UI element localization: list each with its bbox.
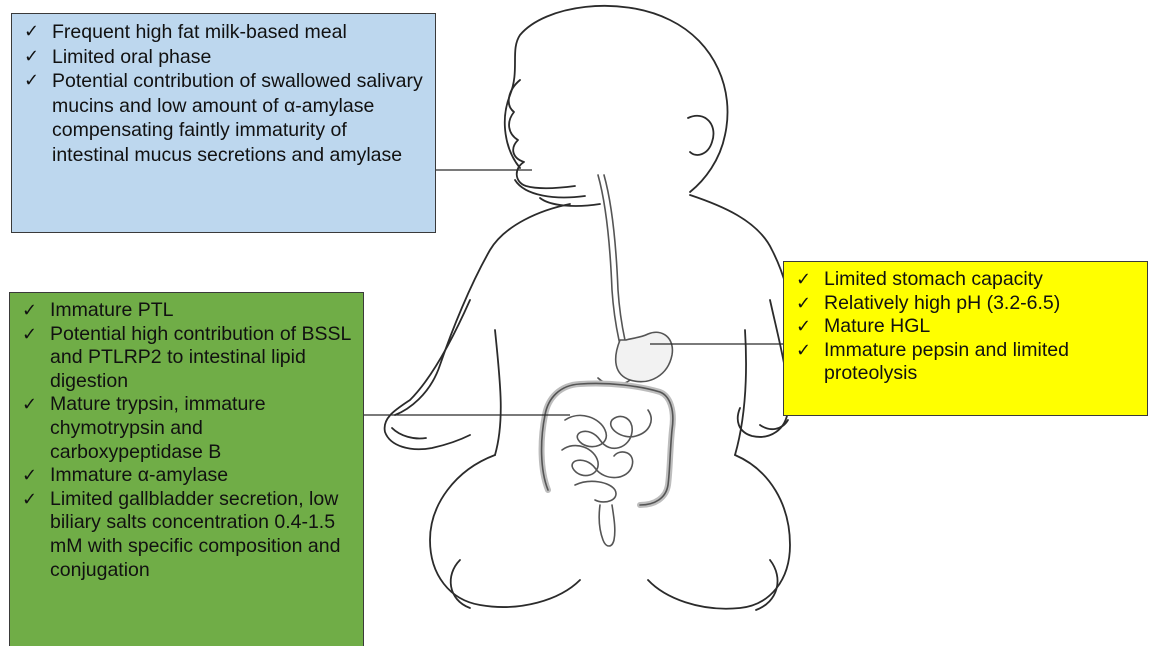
rectum [599, 505, 615, 546]
body-outline [395, 204, 570, 415]
mouth-phase-list: ✓Frequent high fat milk-based meal ✓Limi… [22, 20, 425, 167]
list-item: ✓Relatively high pH (3.2-6.5) [794, 292, 1137, 316]
left-leg [430, 455, 580, 607]
large-intestine-icon [542, 383, 673, 505]
list-item: ✓Immature PTL [20, 299, 353, 323]
gastric-phase-box: ✓Limited stomach capacity ✓Relatively hi… [783, 261, 1148, 416]
head-outline [505, 6, 728, 192]
check-icon: ✓ [796, 292, 811, 316]
check-icon: ✓ [796, 315, 811, 339]
ear-outline [688, 116, 713, 155]
list-item: ✓Potential high contribution of BSSL and… [20, 323, 353, 394]
list-item: ✓Mature HGL [794, 315, 1137, 339]
list-item: ✓Limited gallbladder secretion, low bili… [20, 488, 353, 582]
check-icon: ✓ [24, 69, 39, 94]
check-icon: ✓ [22, 464, 37, 488]
left-hand-fingers [392, 428, 426, 439]
list-item: ✓Potential contribution of swallowed sal… [22, 69, 425, 167]
torso-outline [495, 330, 501, 455]
check-icon: ✓ [796, 268, 811, 292]
list-item: ✓Limited oral phase [22, 45, 425, 70]
list-item: ✓Immature pepsin and limited proteolysis [794, 339, 1137, 386]
right-hand-fingers [760, 420, 788, 429]
mouth-phase-box: ✓Frequent high fat milk-based meal ✓Limi… [11, 13, 436, 233]
list-item: ✓Frequent high fat milk-based meal [22, 20, 425, 45]
body-outline [690, 195, 795, 325]
small-intestine-icon [565, 410, 651, 448]
left-arm [385, 300, 470, 449]
gastric-phase-list: ✓Limited stomach capacity ✓Relatively hi… [794, 268, 1137, 386]
check-icon: ✓ [22, 393, 37, 417]
check-icon: ✓ [796, 339, 811, 363]
intestinal-phase-list: ✓Immature PTL ✓Potential high contributi… [20, 299, 353, 582]
check-icon: ✓ [24, 20, 39, 45]
list-item: ✓Immature α-amylase [20, 464, 353, 488]
check-icon: ✓ [22, 323, 37, 347]
check-icon: ✓ [24, 45, 39, 70]
list-item: ✓Limited stomach capacity [794, 268, 1137, 292]
torso-outline [735, 330, 746, 455]
intestinal-phase-box: ✓Immature PTL ✓Potential high contributi… [9, 292, 364, 646]
check-icon: ✓ [22, 299, 37, 323]
list-item: ✓Mature trypsin, immature chymotrypsin a… [20, 393, 353, 464]
check-icon: ✓ [22, 488, 37, 512]
face-outline [509, 80, 575, 188]
digestive-tract [542, 175, 673, 546]
stomach-icon [616, 332, 673, 381]
